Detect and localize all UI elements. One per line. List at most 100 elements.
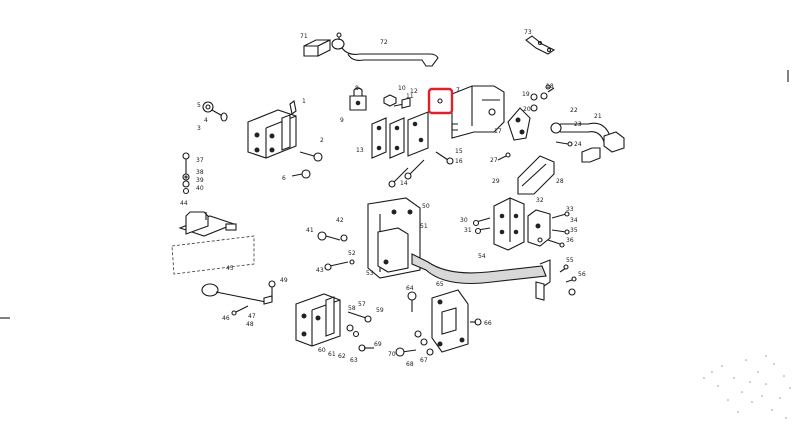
label-8: 8 xyxy=(355,85,359,92)
label-60: 60 xyxy=(318,347,326,354)
label-23: 23 xyxy=(574,121,582,128)
part-72-rod[interactable] xyxy=(331,32,439,67)
label-7: 7 xyxy=(456,87,460,94)
part-24-pin[interactable] xyxy=(555,141,573,147)
label-59: 59 xyxy=(376,307,384,314)
part-54-check-strap[interactable] xyxy=(411,253,551,301)
label-39: 39 xyxy=(196,177,204,184)
label-11: 11 xyxy=(406,93,414,100)
part-71-bumper[interactable] xyxy=(303,39,331,57)
label-40: 40 xyxy=(196,185,204,192)
label-66: 66 xyxy=(484,320,492,327)
part-46-screw[interactable] xyxy=(231,305,249,316)
label-20: 20 xyxy=(523,106,531,113)
label-17: 17 xyxy=(494,128,502,135)
label-56: 56 xyxy=(578,271,586,278)
part-17-striker-plate[interactable] xyxy=(507,107,531,141)
part-67-washers[interactable] xyxy=(414,330,434,356)
label-36: 36 xyxy=(566,237,574,244)
part-37-screw[interactable] xyxy=(182,152,190,174)
label-28: 28 xyxy=(556,178,564,185)
part-6-screw[interactable] xyxy=(291,169,311,179)
part-45-rod[interactable] xyxy=(201,283,273,305)
label-30: 30 xyxy=(460,217,468,224)
label-34: 34 xyxy=(570,217,578,224)
label-33: 33 xyxy=(566,206,574,213)
label-67: 67 xyxy=(420,357,428,364)
part-8-hinge-clip[interactable] xyxy=(349,87,367,111)
label-22: 22 xyxy=(570,107,578,114)
part-10-nut[interactable] xyxy=(383,94,397,107)
scan-noise xyxy=(703,355,791,419)
label-47: 47 xyxy=(248,313,256,320)
label-62: 62 xyxy=(338,353,346,360)
label-32: 32 xyxy=(536,197,544,204)
part-1-door-hinge[interactable] xyxy=(247,100,297,159)
part-13-hinge-plate[interactable] xyxy=(371,111,429,159)
label-41: 41 xyxy=(306,227,314,234)
label-49: 49 xyxy=(280,277,288,284)
label-45: 45 xyxy=(226,265,234,272)
part-68-bolt[interactable] xyxy=(395,347,417,357)
label-24: 24 xyxy=(574,141,582,148)
label-52: 52 xyxy=(348,250,356,257)
label-31: 31 xyxy=(464,227,472,234)
label-53: 53 xyxy=(366,270,374,277)
part-33-screws[interactable] xyxy=(547,211,570,248)
label-73: 73 xyxy=(524,29,532,36)
label-9: 9 xyxy=(340,117,344,124)
part-30-lock-housing[interactable] xyxy=(493,197,525,251)
part-41-bolt[interactable] xyxy=(317,231,341,241)
part-9-pin-highlight[interactable] xyxy=(427,87,454,115)
part-11-washer[interactable] xyxy=(393,97,411,109)
part-27-clip[interactable] xyxy=(497,152,511,161)
label-64: 64 xyxy=(406,285,414,292)
part-2-screw[interactable] xyxy=(299,151,323,162)
label-43: 43 xyxy=(316,267,324,274)
part-64-bolt[interactable] xyxy=(407,291,417,312)
part-26-cap[interactable] xyxy=(581,147,601,163)
part-28-bracket[interactable] xyxy=(517,155,555,195)
part-32-latch-plate[interactable] xyxy=(527,209,551,247)
part-14-screws[interactable] xyxy=(388,151,454,188)
label-44: 44 xyxy=(180,200,188,207)
part-58-bolt-set[interactable] xyxy=(346,311,374,352)
part-57-lower-hinge[interactable] xyxy=(295,293,341,347)
part-19-bolt-set[interactable] xyxy=(530,84,555,112)
label-29: 29 xyxy=(492,178,500,185)
part-38-washers[interactable] xyxy=(182,173,190,195)
part-55-bolts[interactable] xyxy=(559,264,577,296)
label-15: 15 xyxy=(455,148,463,155)
label-51: 51 xyxy=(420,223,428,230)
label-10: 10 xyxy=(398,85,406,92)
label-2: 2 xyxy=(320,137,324,144)
label-57: 57 xyxy=(358,301,366,308)
part-44-bracket[interactable] xyxy=(178,211,237,237)
part-50-door-check[interactable] xyxy=(367,197,421,279)
part-5-bolt[interactable] xyxy=(202,101,228,122)
label-65: 65 xyxy=(436,281,444,288)
label-48: 48 xyxy=(246,321,254,328)
part-21-handle-rod[interactable] xyxy=(550,122,625,153)
part-49-bolt[interactable] xyxy=(268,280,276,300)
part-42-washer[interactable] xyxy=(340,234,348,242)
label-19: 19 xyxy=(522,91,530,98)
label-6: 6 xyxy=(282,175,286,182)
part-65-mounting-plate[interactable] xyxy=(431,289,469,353)
part-43-screw[interactable] xyxy=(324,259,355,271)
label-12: 12 xyxy=(410,88,418,95)
part-31-screws[interactable] xyxy=(472,217,491,235)
label-70: 70 xyxy=(388,351,396,358)
label-14: 14 xyxy=(400,180,408,187)
part-7-latch-body[interactable] xyxy=(451,85,505,139)
label-69: 69 xyxy=(374,341,382,348)
label-61: 61 xyxy=(328,351,336,358)
label-1: 1 xyxy=(302,98,306,105)
part-73-bracket[interactable] xyxy=(525,35,556,55)
part-66-nut[interactable] xyxy=(470,318,482,326)
label-42: 42 xyxy=(336,217,344,224)
label-58: 58 xyxy=(348,305,356,312)
label-5: 5 xyxy=(197,102,201,109)
